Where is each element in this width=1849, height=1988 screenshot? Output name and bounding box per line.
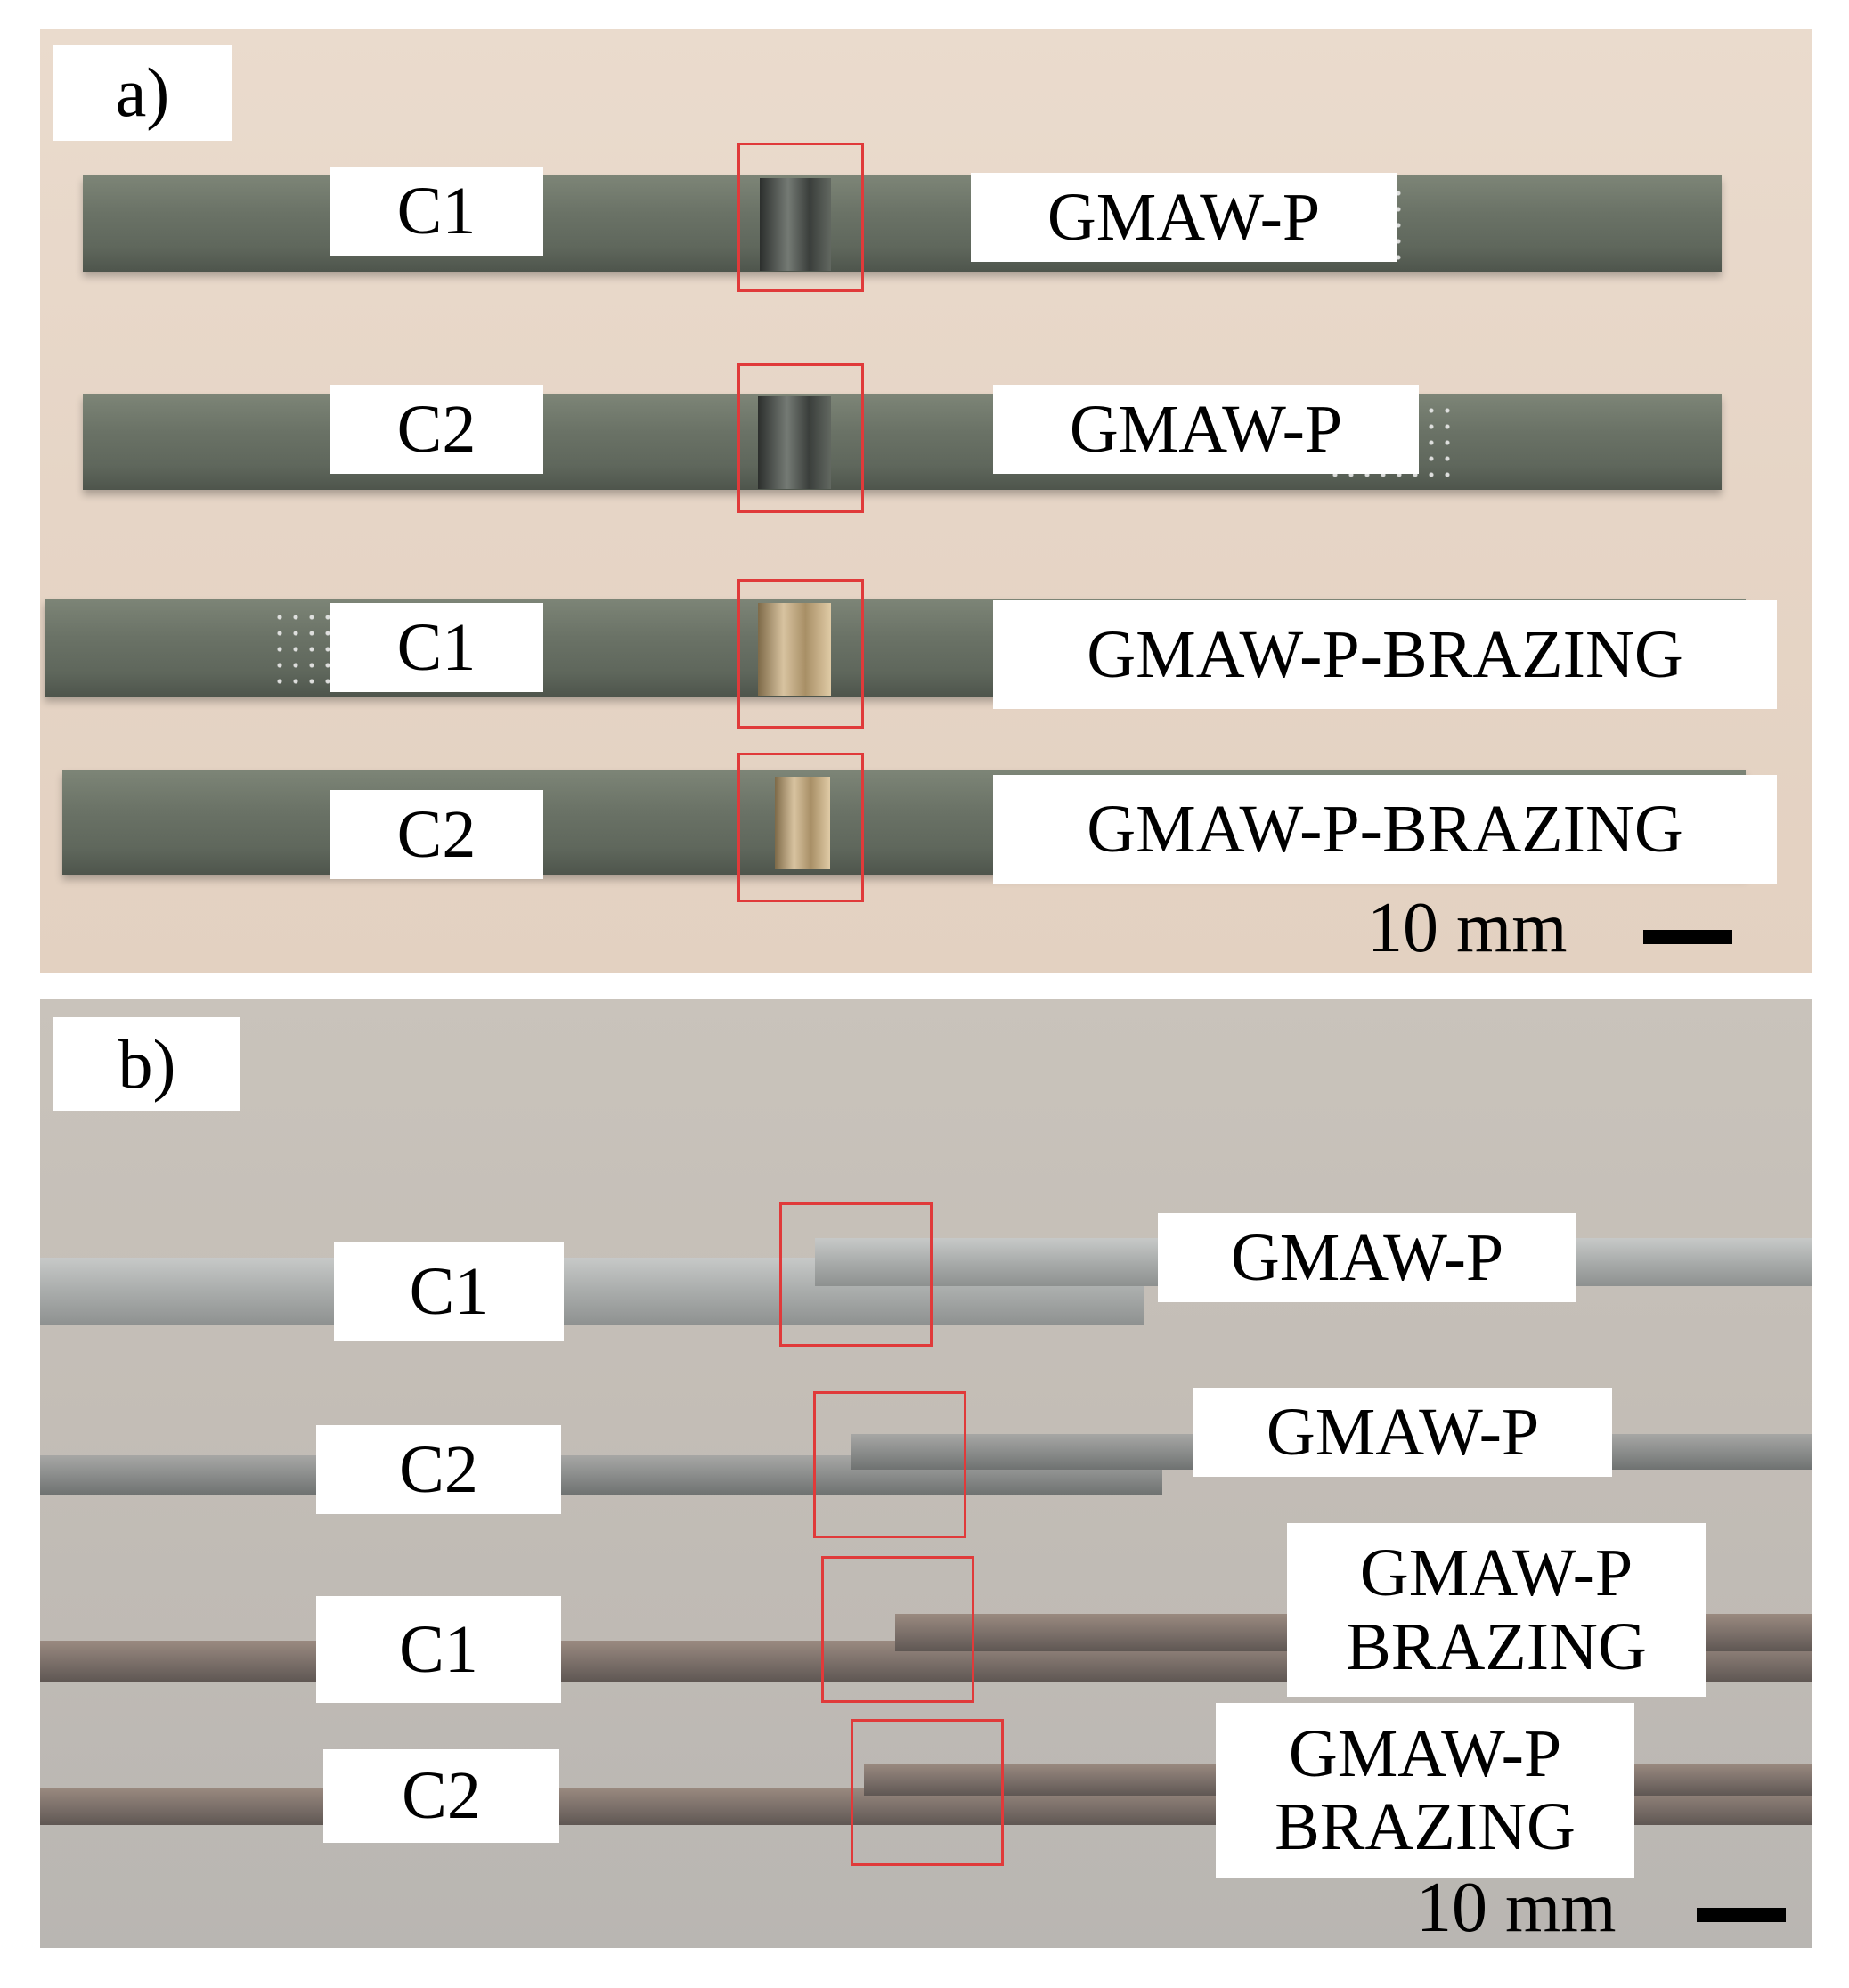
process-label: GMAW-P <box>1158 1213 1576 1302</box>
specimen-id-label: C1 <box>330 167 543 256</box>
specimen-strip <box>83 394 1722 490</box>
weld-highlight-box <box>851 1719 1004 1866</box>
weld-highlight-box <box>737 753 864 902</box>
weld-highlight-box <box>737 363 864 513</box>
process-label: GMAW-P <box>971 173 1397 262</box>
process-label: GMAW-P <box>1193 1388 1612 1477</box>
process-label-two-line: GMAW-P BRAZING <box>1216 1703 1634 1878</box>
panel-b-label: b) <box>53 1017 240 1111</box>
scale-bar <box>1643 930 1732 944</box>
weld-bead <box>758 603 831 696</box>
weld-highlight-box <box>813 1391 966 1538</box>
scale-bar <box>1697 1908 1786 1922</box>
panel-a-label: a) <box>53 45 232 141</box>
weld-bead <box>760 178 831 271</box>
panel-a-photo: a) C1 GMAW-P C2 GMAW-P C1 GMAW-P-BRAZING… <box>40 29 1812 973</box>
specimen-id-label: C1 <box>334 1242 564 1341</box>
process-label-line1: GMAW-P <box>1288 1715 1562 1791</box>
weld-highlight-box <box>821 1556 974 1703</box>
weld-highlight-box <box>737 579 864 729</box>
weld-highlight-box <box>737 143 864 292</box>
process-label: GMAW-P <box>993 385 1419 474</box>
process-label-line2: BRAZING <box>1346 1609 1647 1684</box>
weld-bead <box>775 777 830 869</box>
scale-bar-label: 10 mm <box>1367 889 1568 967</box>
specimen-id-label: C2 <box>323 1749 559 1843</box>
scale-bar-label: 10 mm <box>1416 1869 1617 1947</box>
specimen-strip <box>83 175 1722 272</box>
specimen-id-label: C2 <box>316 1425 561 1514</box>
process-label-line1: GMAW-P <box>1359 1536 1633 1611</box>
specimen-id-label: C1 <box>316 1596 561 1703</box>
process-label: GMAW-P-BRAZING <box>993 775 1777 884</box>
panel-b-photo: b) C1 GMAW-P C2 GMAW-P C1 GMAW-P BRAZING… <box>40 999 1812 1948</box>
specimen-id-label: C2 <box>330 790 543 879</box>
specimen-id-label: C2 <box>330 385 543 474</box>
process-label-two-line: GMAW-P BRAZING <box>1287 1523 1706 1697</box>
process-label-line2: BRAZING <box>1275 1789 1576 1864</box>
weld-highlight-box <box>779 1202 933 1347</box>
specimen-id-label: C1 <box>330 603 543 692</box>
weld-bead <box>758 396 831 489</box>
process-label: GMAW-P-BRAZING <box>993 600 1777 709</box>
